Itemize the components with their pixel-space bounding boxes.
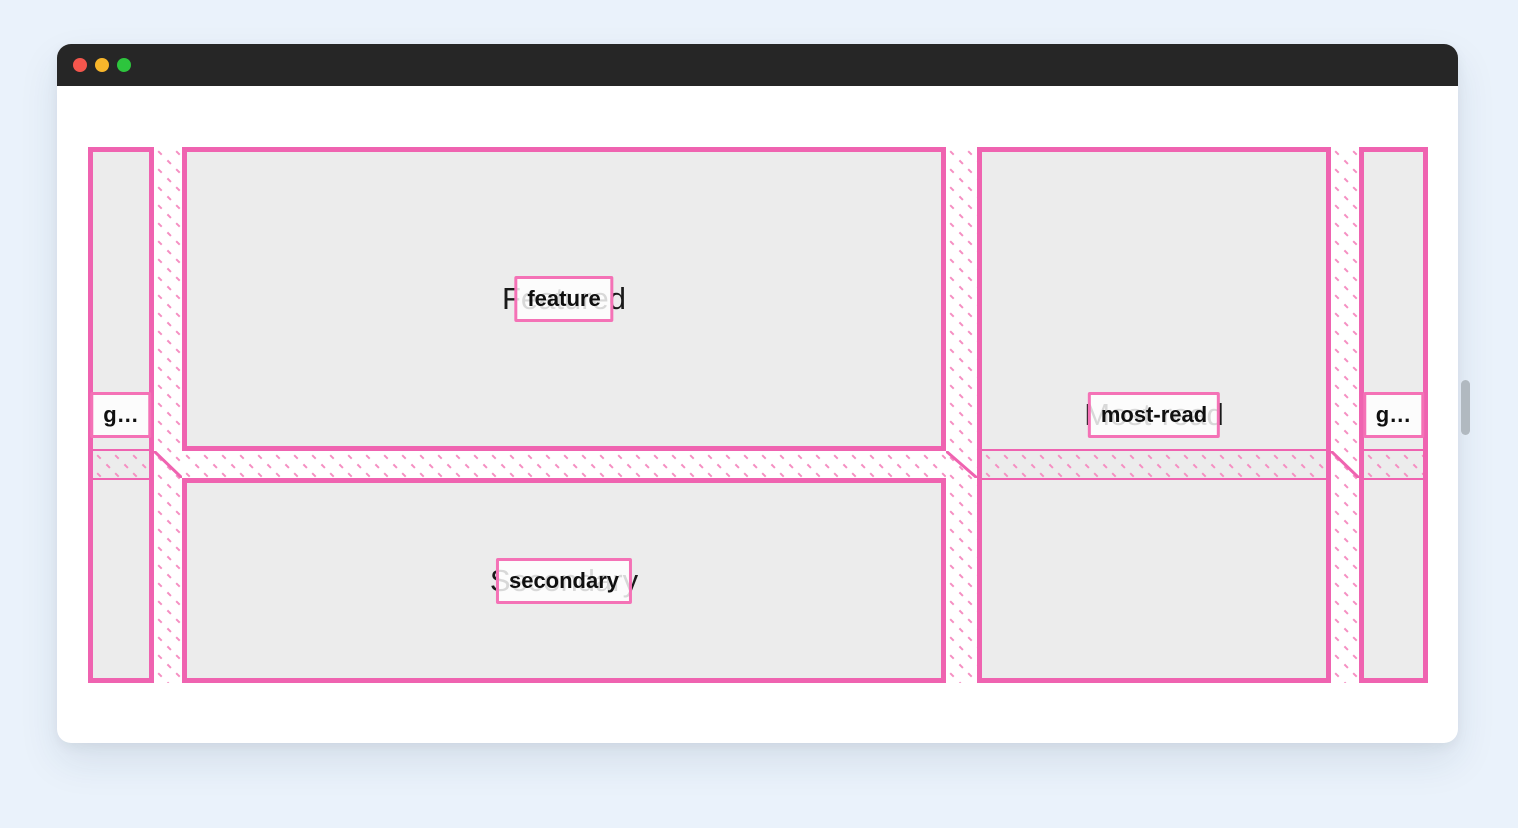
gap-hatch-icon bbox=[1331, 147, 1359, 683]
scrollbar-thumb[interactable] bbox=[1461, 380, 1470, 435]
grid-area-gutter-right: g… bbox=[1359, 147, 1428, 683]
gap-hatch-icon bbox=[93, 451, 149, 478]
grid-area-label-gutter-left: g… bbox=[90, 392, 152, 438]
column-gap-hatch bbox=[946, 147, 977, 683]
grid-area-label-secondary: secondary bbox=[495, 557, 633, 604]
window-titlebar bbox=[57, 44, 1458, 86]
column-gap-hatch bbox=[1331, 147, 1359, 683]
diagonal-line-icon bbox=[1331, 451, 1359, 478]
diagonal-line-icon bbox=[946, 451, 977, 478]
grid-area-label-most-read: most-read bbox=[1087, 392, 1221, 438]
grid-area-secondary: Secondary secondary bbox=[182, 478, 946, 683]
minimize-button-icon[interactable] bbox=[95, 58, 109, 72]
row-gap-hatch bbox=[182, 451, 946, 478]
grid-area-label-gutter-right: g… bbox=[1362, 392, 1425, 438]
grid-area-gutter-left: g… bbox=[88, 147, 154, 683]
close-button-icon[interactable] bbox=[73, 58, 87, 72]
diagonal-line-icon bbox=[154, 451, 182, 478]
row-gap-overlay-gutter-right bbox=[1364, 449, 1423, 480]
grid-area-most-read: Most-read most-read bbox=[977, 147, 1331, 683]
page-content: g… Featured feature Secondary secondary … bbox=[57, 86, 1458, 743]
gap-crossing-diagonal bbox=[946, 451, 977, 478]
gap-hatch-icon bbox=[1364, 451, 1423, 478]
gap-hatch-icon bbox=[154, 147, 182, 683]
browser-window: g… Featured feature Secondary secondary … bbox=[57, 44, 1458, 743]
grid-area-label-feature: feature bbox=[514, 276, 614, 322]
gap-hatch-icon bbox=[946, 147, 977, 683]
column-gap-hatch bbox=[154, 147, 182, 683]
row-gap-overlay-most-read bbox=[982, 449, 1326, 480]
row-gap-overlay-gutter-left bbox=[93, 449, 149, 480]
zoom-button-icon[interactable] bbox=[117, 58, 131, 72]
gap-hatch-icon bbox=[182, 451, 946, 478]
gap-hatch-icon bbox=[982, 451, 1326, 478]
gap-crossing-diagonal bbox=[154, 451, 182, 478]
gap-crossing-diagonal bbox=[1331, 451, 1359, 478]
grid-area-feature: Featured feature bbox=[182, 147, 946, 451]
